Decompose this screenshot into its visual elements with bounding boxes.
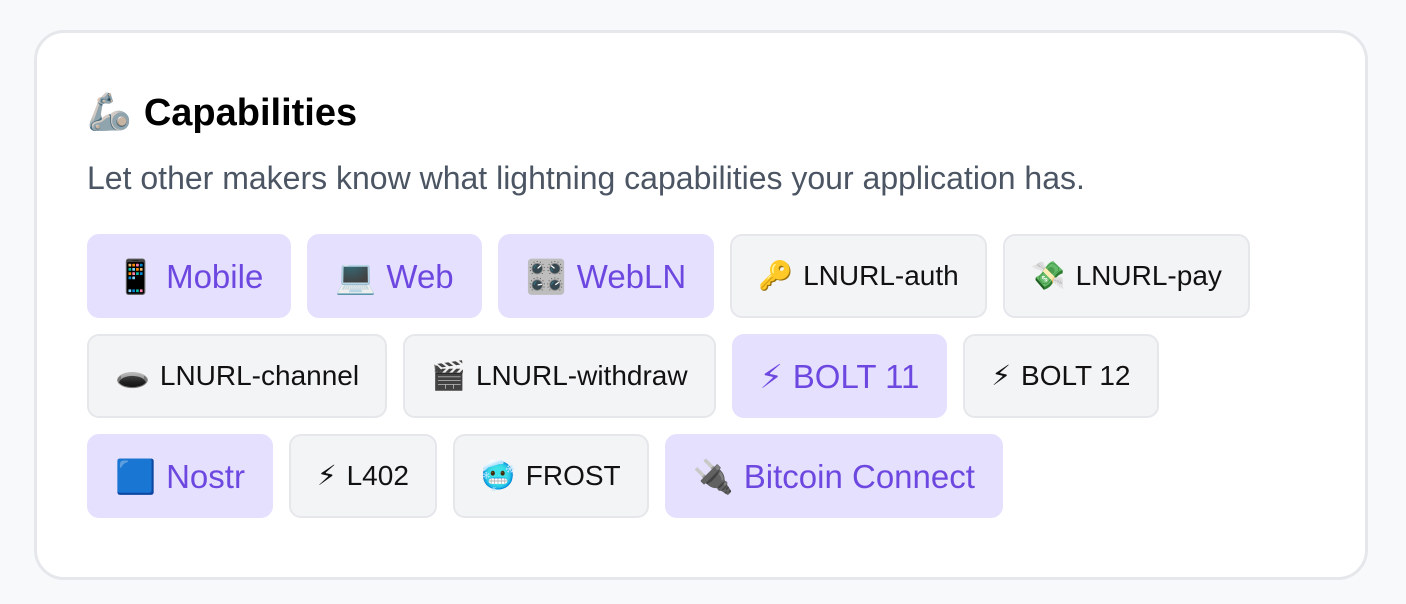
chip-nostr[interactable]: 🟦Nostr (87, 434, 273, 519)
chip-lnurl-pay[interactable]: 💸 LNURL-pay (1002, 234, 1250, 319)
lnurl-pay-icon: 💸 (1030, 259, 1066, 293)
mechanical-arm-icon: 🦾 (87, 92, 132, 133)
lnurl-auth-icon: 🔑 (758, 259, 794, 293)
chip-webln[interactable]: 🎛️WebLN (497, 234, 715, 319)
chip-label: Mobile (166, 257, 264, 295)
nostr-icon: 🟦 (115, 456, 157, 496)
chip-bolt-12[interactable]: ⚡ BOLT 12 (963, 334, 1159, 419)
chip-label: Web (386, 257, 454, 295)
chip-label: LNURL-channel (159, 360, 360, 392)
chip-label: LNURL-auth (803, 260, 959, 292)
section-subtitle: Let other makers know what lightning cap… (87, 160, 1085, 196)
chip-web[interactable]: 💻Web (307, 234, 482, 319)
chip-lnurl-auth[interactable]: 🔑 LNURL-auth (730, 234, 987, 319)
capabilities-card: 🦾 Capabilities Let other makers know wha… (34, 30, 1368, 580)
chip-lnurl-channel[interactable]: 🕳️ LNURL-channel (87, 334, 388, 419)
bolt-12-icon: ⚡ (991, 359, 1012, 393)
l402-icon: ⚡ (316, 459, 337, 493)
webln-icon: 🎛️ (525, 256, 567, 296)
chip-label: BOLT 11 (792, 357, 920, 395)
chip-label: L402 (346, 460, 409, 492)
chip-label: BOLT 12 (1021, 360, 1131, 392)
section-header: 🦾 Capabilities (87, 83, 1365, 143)
chip-frost[interactable]: 🥶 FROST (452, 434, 649, 519)
chip-mobile[interactable]: 📱Mobile (87, 234, 292, 319)
chip-label: FROST (525, 460, 621, 492)
section-title: Capabilities (143, 92, 358, 134)
lnurl-channel-icon: 🕳️ (115, 359, 150, 393)
chip-l402[interactable]: ⚡ L402 (288, 434, 437, 519)
chip-bitcoin-connect[interactable]: 🔌Bitcoin Connect (664, 434, 1003, 519)
lnurl-withdraw-icon: 🎬 (431, 359, 466, 393)
chip-label: LNURL-pay (1075, 260, 1222, 292)
chip-bolt-11[interactable]: ⚡BOLT 11 (731, 334, 948, 419)
capability-chip-list: 📱Mobile💻Web🎛️WebLN🔑LNURL-auth💸LNURL-pay🕳… (87, 234, 1287, 519)
chip-label: Nostr (166, 457, 245, 495)
mobile-icon: 📱 (115, 256, 157, 296)
chip-label: LNURL-withdraw (475, 360, 688, 392)
chip-lnurl-withdraw[interactable]: 🎬 LNURL-withdraw (403, 334, 716, 419)
web-icon: 💻 (335, 256, 377, 296)
chip-label: WebLN (576, 257, 687, 295)
chip-label: Bitcoin Connect (743, 457, 975, 495)
bolt-11-icon: ⚡ (759, 356, 783, 396)
bitcoin-connect-icon: 🔌 (692, 456, 734, 496)
frost-icon: 🥶 (480, 459, 516, 493)
